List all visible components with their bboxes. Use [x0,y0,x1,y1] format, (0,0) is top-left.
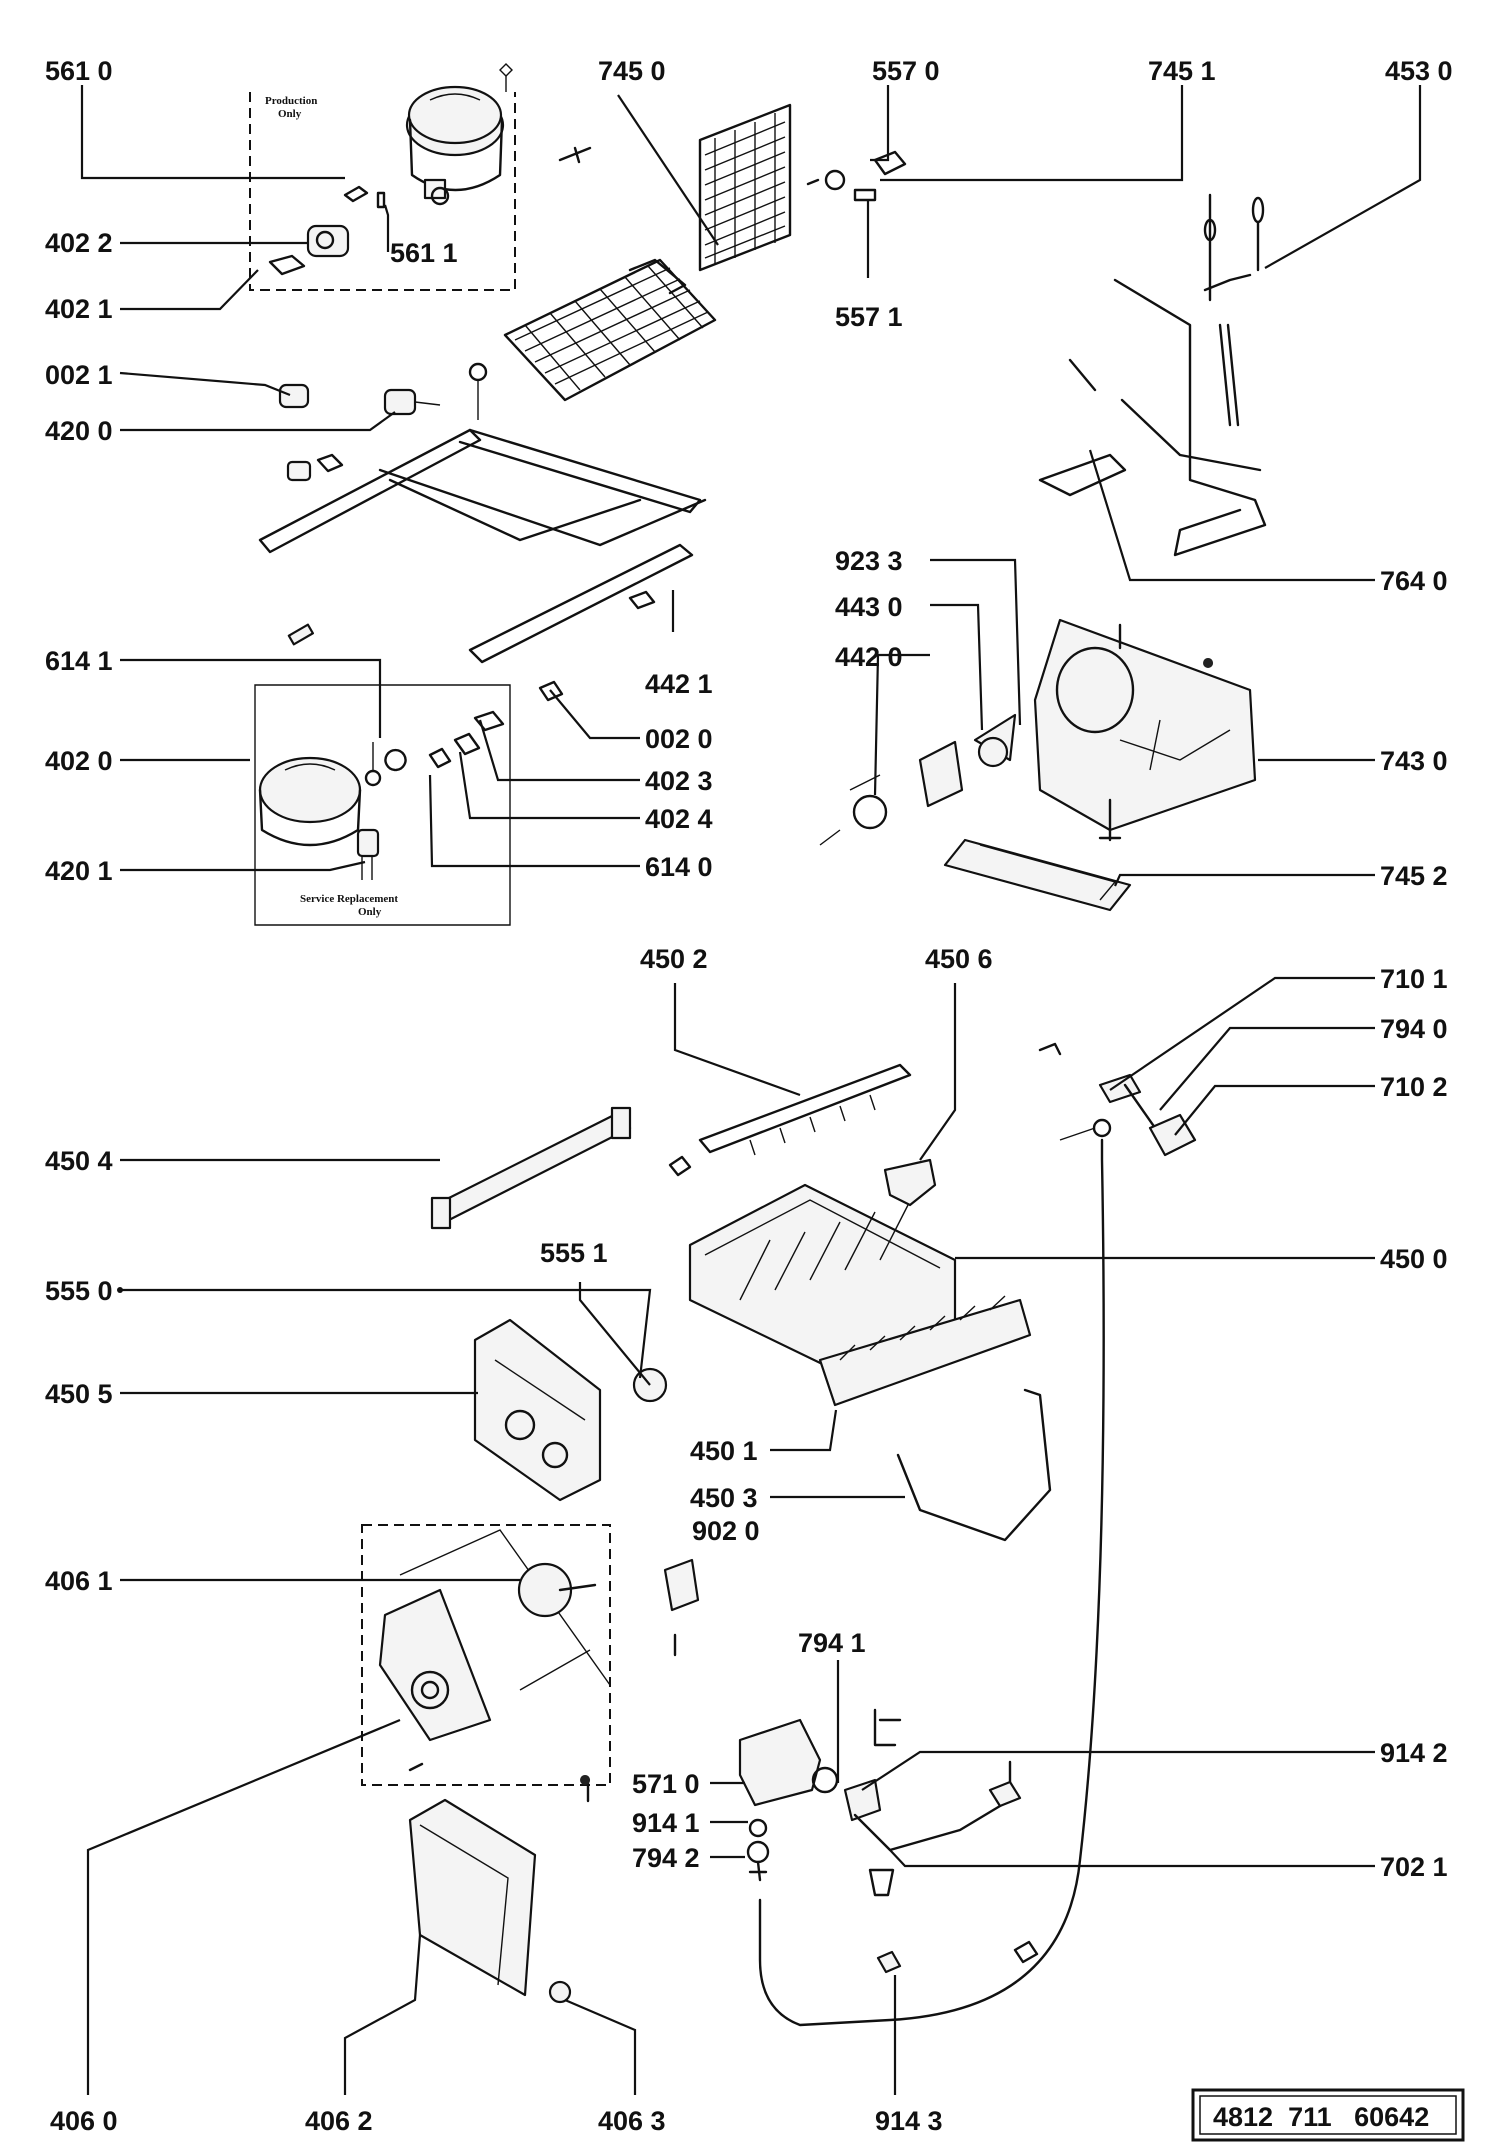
label-402-4: 402 4 [645,804,713,834]
label-420-0: 420 0 [45,416,113,446]
label-745-0: 745 0 [598,56,666,86]
service-compressor-group: Service Replacement Only [254,684,511,926]
drain-valve-group [806,150,907,202]
label-402-3: 402 3 [645,766,713,796]
module-group [361,1524,611,1786]
label-914-3: 914 3 [875,2106,943,2136]
evaporator-icon [503,258,717,402]
tubing-group [1038,193,1267,557]
label-450-3: 450 3 [690,1483,758,1513]
fan-motor-icon [819,713,1017,846]
ice-maker-icon [688,1158,1032,1407]
motor-module-icon [517,1562,597,1618]
production-note-line1: Production [265,95,317,107]
drain-pan-icon [943,838,1132,912]
label-764-0: 764 0 [1380,566,1448,596]
label-914-1: 914 1 [632,1808,700,1838]
service-note-line2: Only [358,906,382,918]
label-614-1: 614 1 [45,646,113,676]
label-555-1: 555 1 [540,1238,608,1268]
label-923-3: 923 3 [835,546,903,576]
label-443-0: 443 0 [835,592,903,622]
label-406-3: 406 3 [598,2106,666,2136]
small-clip-icon [668,1155,692,1177]
clip-parts [538,590,656,702]
leader-lines [80,85,1422,2095]
label-794-0: 794 0 [1380,1014,1448,1044]
label-710-1: 710 1 [1380,964,1448,994]
water-valve-icon [738,1708,1012,1882]
motor-housing-icon [473,1318,668,1502]
bracket-icon [663,1558,700,1657]
label-557-0: 557 0 [872,56,940,86]
label-914-2: 914 2 [1380,1738,1448,1768]
label-406-2: 406 2 [305,2106,373,2136]
production-only-box [249,92,516,291]
production-compressor-group: Production Only [249,63,516,291]
label-002-1: 002 1 [45,360,113,390]
label-402-1: 402 1 [45,294,113,324]
label-614-0: 614 0 [645,852,713,882]
label-450-5: 450 5 [45,1379,113,1409]
relay-parts [278,383,441,482]
label-702-1: 702 1 [1380,1852,1448,1882]
compressor-icon-service [258,756,362,847]
label-002-0: 002 0 [645,724,713,754]
label-450-1: 450 1 [690,1436,758,1466]
condenser-coil-icon [558,103,792,272]
label-561-0: 561 0 [45,56,113,86]
ejector-icon [698,1063,912,1156]
code-box: 4812 711 60642 [1191,2088,1465,2142]
frame-rails [258,362,707,664]
code-box-text: 4812 711 60642 [1213,2102,1429,2132]
label-442-1: 442 1 [645,669,713,699]
label-745-1: 745 1 [1148,56,1216,86]
label-794-2: 794 2 [632,1843,700,1873]
part-labels: 561 0 745 0 557 0 745 1 453 0 561 1 402 … [45,56,1453,2136]
bail-arm-icon [896,1388,1052,1542]
label-745-2: 745 2 [1380,861,1448,891]
label-794-1: 794 1 [798,1628,866,1658]
water-line-tube [758,1138,1105,2027]
label-406-1: 406 1 [45,1566,113,1596]
label-450-0: 450 0 [1380,1244,1448,1274]
fitting-group [1038,1042,1197,1157]
label-402-2: 402 2 [45,228,113,258]
small-screw-marks [580,658,1214,1964]
label-402-0: 402 0 [45,746,113,776]
label-561-1: 561 1 [390,238,458,268]
label-450-6: 450 6 [925,944,993,974]
label-420-1: 420 1 [45,856,113,886]
label-453-0: 453 0 [1385,56,1453,86]
label-902-0: 902 0 [692,1516,760,1546]
label-571-0: 571 0 [632,1769,700,1799]
label-557-1: 557 1 [835,302,903,332]
service-note-line1: Service Replacement [300,893,398,905]
label-450-4: 450 4 [45,1146,113,1176]
label-710-2: 710 2 [1380,1072,1448,1102]
label-450-2: 450 2 [640,944,708,974]
shutoff-arm-icon [430,1106,632,1230]
label-406-0: 406 0 [50,2106,118,2136]
label-442-0: 442 0 [835,642,903,672]
label-743-0: 743 0 [1380,746,1448,776]
clip-connectors [586,1760,1022,1974]
production-note-line2: Only [278,108,302,120]
label-555-0: 555 0 [45,1276,113,1306]
compressor-icon [405,85,505,206]
ice-bin-icon [408,1798,572,2004]
fan-housing-icon [1033,618,1257,842]
